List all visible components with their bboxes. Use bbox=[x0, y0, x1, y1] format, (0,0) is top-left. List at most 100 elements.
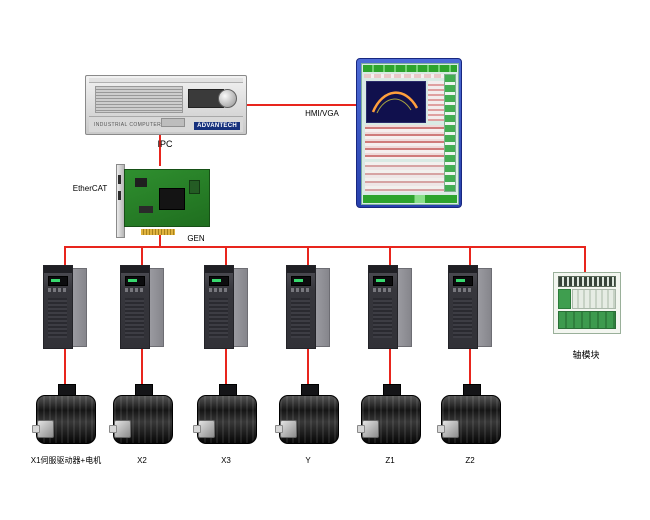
servo-drive-6 bbox=[448, 265, 492, 349]
axis-module-body bbox=[572, 289, 616, 309]
hmi-data-rows-middle bbox=[365, 125, 444, 159]
drive-front-panel bbox=[120, 265, 150, 349]
drive-top-band bbox=[205, 266, 233, 273]
servo-drive-3 bbox=[204, 265, 248, 349]
servo-drive-1 bbox=[43, 265, 87, 349]
ipc-panel-text: INDUSTRIAL COMPUTER bbox=[94, 122, 162, 128]
motor-body bbox=[36, 395, 96, 444]
drive-led bbox=[376, 279, 385, 282]
cable-ipc-to-hmi bbox=[245, 104, 356, 106]
motor-body bbox=[361, 395, 421, 444]
motor-shaft bbox=[32, 425, 40, 433]
bus-drop-drive-3 bbox=[225, 247, 227, 265]
hmi-data-rows-bottom bbox=[365, 162, 444, 192]
drive-display bbox=[125, 276, 145, 286]
cable-drive2-motor2 bbox=[141, 347, 143, 387]
motor-shaft bbox=[437, 425, 445, 433]
drive-vent bbox=[373, 298, 392, 338]
smd-component bbox=[139, 206, 153, 213]
ipc-top-rail bbox=[89, 78, 243, 83]
motor-body bbox=[197, 395, 257, 444]
drive-buttons bbox=[48, 288, 66, 292]
drive-vent bbox=[209, 298, 228, 338]
servo-drive-2 bbox=[120, 265, 164, 349]
bus-drop-drive-4 bbox=[307, 247, 309, 265]
drive-vent bbox=[453, 298, 472, 338]
card-pcb bbox=[124, 169, 210, 235]
motor-label-x1: X1伺服驱动器+电机 bbox=[30, 456, 102, 465]
bus-drop-drive-5 bbox=[389, 247, 391, 265]
hmi-data-rows-top bbox=[428, 81, 444, 121]
ipc-label: IPC bbox=[157, 139, 173, 149]
ipc-floppy-bay bbox=[161, 118, 185, 127]
bus-drop-axis-module bbox=[584, 247, 586, 272]
drive-led bbox=[51, 279, 60, 282]
motor-shaft bbox=[109, 425, 117, 433]
industrial-pc: INDUSTRIAL COMPUTER ADVANTECH bbox=[85, 75, 247, 135]
drive-front-panel bbox=[448, 265, 478, 349]
drive-top-band bbox=[44, 266, 72, 273]
axis-module-label: 轴模块 bbox=[572, 350, 600, 360]
cable-drive6-motor6 bbox=[469, 347, 471, 387]
drive-display bbox=[453, 276, 473, 286]
smd-component bbox=[189, 180, 200, 194]
motor-shaft bbox=[275, 425, 283, 433]
drive-vent bbox=[125, 298, 144, 338]
ethercat-label: EtherCAT bbox=[72, 184, 108, 193]
main-chip bbox=[159, 188, 185, 210]
motor-label-y: Y bbox=[305, 456, 311, 465]
servo-motor-3 bbox=[193, 384, 257, 448]
drive-buttons bbox=[125, 288, 143, 292]
secondary-chip bbox=[135, 178, 147, 187]
ethercat-port-icon bbox=[118, 191, 121, 200]
axis-module bbox=[553, 272, 621, 334]
ipc-power-knob bbox=[218, 89, 237, 108]
axis-module-terminals bbox=[558, 311, 616, 329]
drive-led bbox=[128, 279, 137, 282]
drive-top-band bbox=[449, 266, 477, 273]
drive-display bbox=[48, 276, 68, 286]
motor-label-z1: Z1 bbox=[385, 456, 395, 465]
servo-motor-5 bbox=[357, 384, 421, 448]
bus-drop-drive-6 bbox=[469, 247, 471, 265]
drive-display bbox=[209, 276, 229, 286]
hmi-vga-link-label: HMI/VGA bbox=[305, 109, 339, 118]
ipc-vent-grille bbox=[95, 86, 183, 113]
toolpath-curve bbox=[371, 91, 419, 114]
drive-led bbox=[294, 279, 303, 282]
cable-drive1-motor1 bbox=[64, 347, 66, 387]
servo-motor-1 bbox=[32, 384, 96, 448]
servo-drive-4 bbox=[286, 265, 330, 349]
motor-label-z2: Z2 bbox=[465, 456, 475, 465]
pcie-edge-connector bbox=[141, 229, 175, 235]
ethercat-bus-line bbox=[64, 246, 586, 248]
hmi-toolpath-plot bbox=[366, 81, 426, 123]
drive-top-band bbox=[287, 266, 315, 273]
advantech-logo: ADVANTECH bbox=[194, 122, 240, 130]
drive-buttons bbox=[209, 288, 227, 292]
drive-front-panel bbox=[43, 265, 73, 349]
motor-shaft bbox=[357, 425, 365, 433]
hmi-softkey-column bbox=[444, 74, 456, 192]
bus-drop-drive-1 bbox=[64, 247, 66, 265]
motor-label-x3: X3 bbox=[221, 456, 231, 465]
cable-drive3-motor3 bbox=[225, 347, 227, 387]
hmi-status-row bbox=[364, 74, 444, 78]
drive-vent bbox=[48, 298, 67, 338]
drive-buttons bbox=[291, 288, 309, 292]
cable-drive4-motor4 bbox=[307, 347, 309, 387]
drive-front-panel bbox=[204, 265, 234, 349]
servo-motor-2 bbox=[109, 384, 173, 448]
hmi-bottom-bar bbox=[363, 195, 457, 203]
bus-drop-drive-2 bbox=[141, 247, 143, 265]
drive-display bbox=[291, 276, 311, 286]
hmi-menu-bar bbox=[363, 65, 457, 72]
cable-card-to-bus bbox=[159, 230, 161, 247]
axis-module-power-block bbox=[558, 289, 571, 309]
ethercat-card bbox=[116, 164, 210, 238]
drive-front-panel bbox=[368, 265, 398, 349]
servo-drive-5 bbox=[368, 265, 412, 349]
servo-motor-4 bbox=[275, 384, 339, 448]
axis-module-terminal-strip bbox=[558, 276, 616, 287]
